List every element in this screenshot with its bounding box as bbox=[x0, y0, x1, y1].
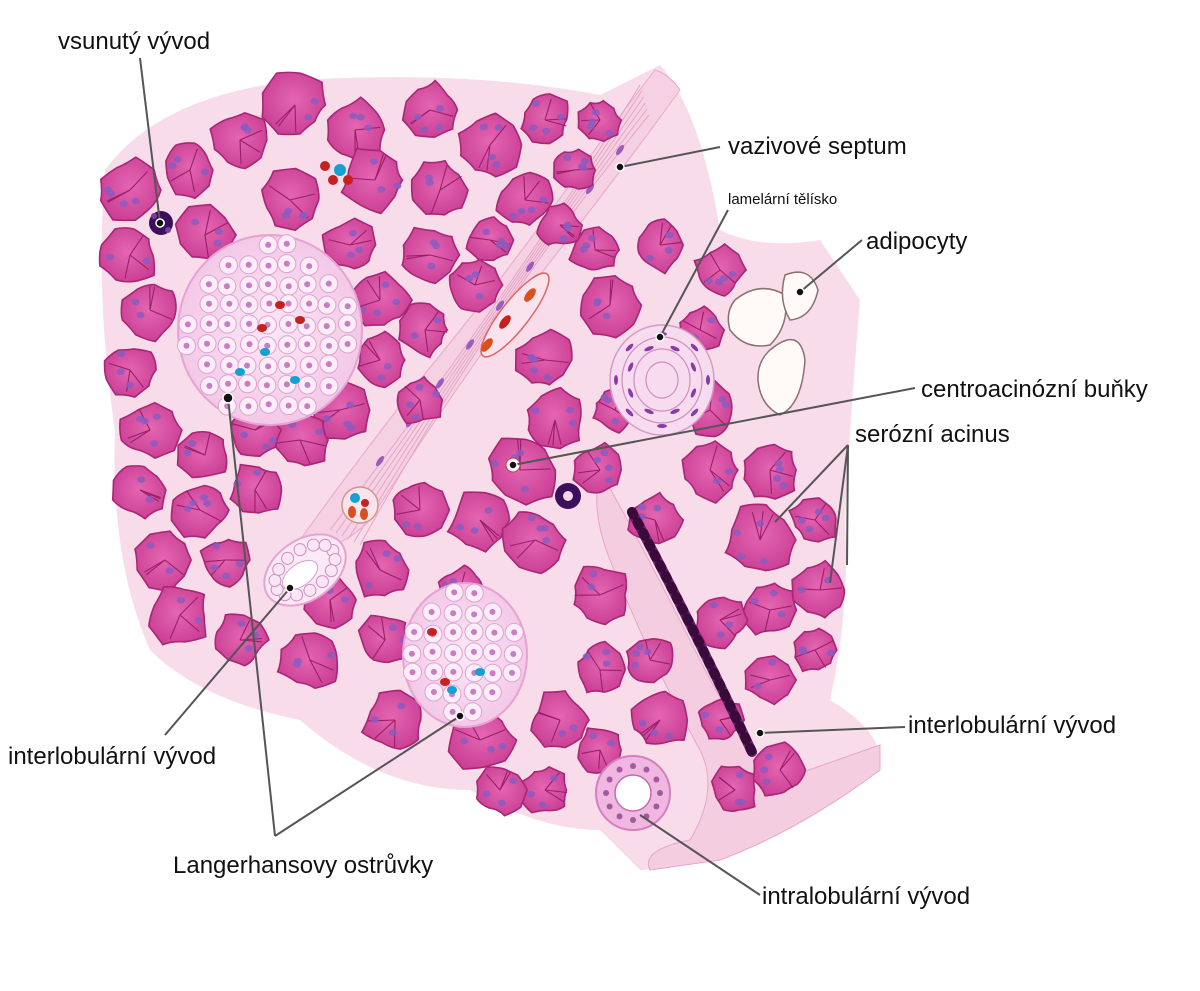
acinus bbox=[393, 483, 449, 537]
label-centroacinozni-bunky: centroacinózní buňky bbox=[921, 378, 1148, 402]
langerhans-islet-upper bbox=[178, 235, 363, 425]
acinus bbox=[178, 432, 227, 478]
langerhans-islet-lower bbox=[403, 583, 527, 727]
acinus bbox=[554, 149, 595, 189]
label-vazivove-septum: vazivové septum bbox=[728, 135, 907, 159]
label-lamelarni-telisko: lamelární tělísko bbox=[728, 192, 837, 207]
label-adipocyty: adipocyty bbox=[866, 230, 967, 254]
lamellar-corpuscle bbox=[610, 325, 714, 435]
label-intralobularni-vyvod: intralobulární vývod bbox=[762, 885, 970, 909]
intercalated-duct-center bbox=[555, 483, 581, 509]
capillary-small bbox=[342, 487, 378, 523]
label-interlobularni-vyvod-right: interlobulární vývod bbox=[908, 714, 1116, 738]
intralobular-duct bbox=[596, 756, 670, 830]
label-langerhansovy-ostruvky: Langerhansovy ostrůvky bbox=[173, 854, 433, 878]
label-serozni-acinus: serózní acinus bbox=[855, 423, 1010, 447]
label-interlobularni-vyvod-left: interlobulární vývod bbox=[8, 745, 216, 769]
label-vsunuty-vyvod: vsunutý vývod bbox=[58, 30, 210, 54]
